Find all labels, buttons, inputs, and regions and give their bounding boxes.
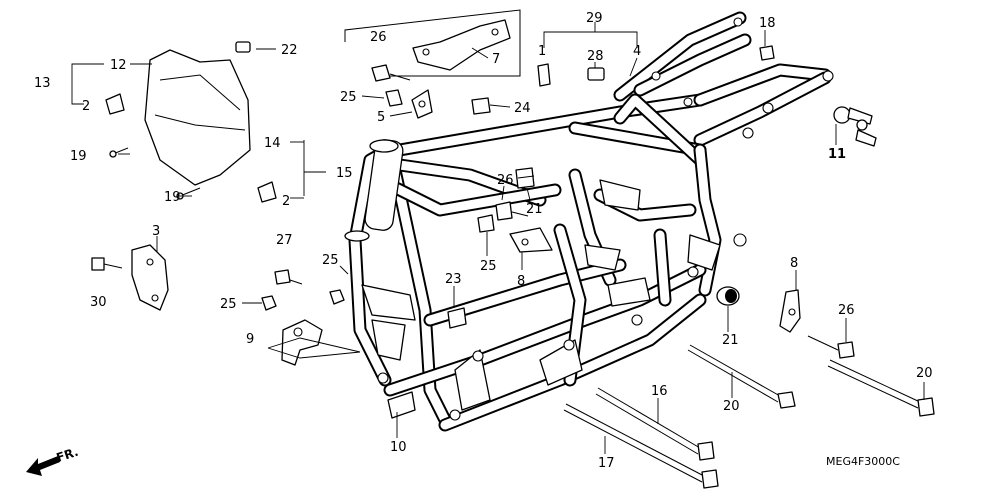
callout-27: 27 xyxy=(276,233,293,248)
direction-label: FR. xyxy=(55,445,80,465)
callout-2b: 2 xyxy=(282,194,290,209)
callout-9: 9 xyxy=(246,332,254,347)
part-8-bracket-b xyxy=(779,289,801,333)
callout-20a: 20 xyxy=(723,399,740,414)
callout-25b: 25 xyxy=(322,253,339,268)
part-23-clip xyxy=(447,307,467,329)
leader-lines xyxy=(71,22,925,454)
part-26-bolt-a xyxy=(495,201,529,221)
part-21-grommet-b xyxy=(716,286,740,306)
part-21-grommet-a xyxy=(515,167,535,189)
diagram-code: MEG4F3000C xyxy=(826,455,900,468)
callout-29: 29 xyxy=(586,11,603,26)
callout-15: 15 xyxy=(336,166,353,181)
part-10-plate xyxy=(387,391,416,419)
callout-22: 22 xyxy=(281,43,298,58)
part-9-bracket xyxy=(281,319,323,366)
part-27-bolt xyxy=(274,269,303,285)
callout-1: 1 xyxy=(538,44,546,59)
frame-body xyxy=(344,11,834,432)
part-8-bracket-a xyxy=(509,227,553,253)
callout-2a: 2 xyxy=(82,99,90,114)
part-18-bolt xyxy=(759,45,775,61)
direction-indicator: FR. xyxy=(26,445,80,476)
part-17-long-bolt xyxy=(563,403,719,489)
part-20-long-bolt-a xyxy=(687,344,796,409)
part-1-tag xyxy=(537,63,551,87)
part-25-nut-e xyxy=(477,214,495,233)
part-25-nut-b xyxy=(329,289,345,305)
callout-16: 16 xyxy=(651,384,668,399)
callout-26a: 26 xyxy=(370,30,387,45)
part-12-cover xyxy=(144,49,251,186)
part-11-lock-keys xyxy=(833,106,877,147)
callout-28: 28 xyxy=(587,49,604,64)
part-22-cap xyxy=(235,41,251,53)
callout-25a: 25 xyxy=(340,90,357,105)
callout-18: 18 xyxy=(759,16,776,31)
callout-7: 7 xyxy=(492,52,500,67)
part-20-long-bolt-b xyxy=(827,359,935,417)
callout-8b: 8 xyxy=(790,256,798,271)
part-26-bolt-b xyxy=(807,335,855,359)
part-19-bolt-a xyxy=(109,147,129,158)
callout-19a: 19 xyxy=(70,149,87,164)
part-25-nut-d xyxy=(385,89,403,107)
part-2-clip-b xyxy=(257,181,277,203)
callout-21a: 21 xyxy=(526,202,543,217)
callout-25d: 25 xyxy=(480,259,497,274)
callout-20b: 20 xyxy=(916,366,933,381)
callout-23: 23 xyxy=(445,272,462,287)
arrow-left-down-icon xyxy=(26,456,60,476)
callout-8a: 8 xyxy=(517,274,525,289)
part-28-pad xyxy=(587,67,605,81)
part-2-clip-a xyxy=(105,93,125,115)
callout-10: 10 xyxy=(390,440,407,455)
callout-19b: 19 xyxy=(164,190,181,205)
callout-12: 12 xyxy=(110,58,127,73)
callout-3: 3 xyxy=(152,224,160,239)
part-25-nut-c xyxy=(371,64,411,82)
part-5-bracket xyxy=(411,89,433,119)
callout-11: 11 xyxy=(828,147,846,162)
part-24-clamp xyxy=(471,97,491,115)
callout-26b: 26 xyxy=(497,173,514,188)
callout-5: 5 xyxy=(377,110,385,125)
part-30-bolt xyxy=(91,257,123,271)
callout-14: 14 xyxy=(264,136,281,151)
callout-21b: 21 xyxy=(722,333,739,348)
callout-17: 17 xyxy=(598,456,615,471)
part-3-bracket xyxy=(131,244,169,311)
part-16-long-bolt xyxy=(595,387,715,461)
part-25-nut-a xyxy=(261,295,277,311)
callout-30: 30 xyxy=(90,295,107,310)
callout-24: 24 xyxy=(514,101,531,116)
callout-4: 4 xyxy=(633,44,641,59)
part-7-bracket xyxy=(344,9,521,77)
callout-labels: 1 2 2 3 4 5 7 8 8 9 10 11 12 13 14 15 16… xyxy=(34,11,933,471)
callout-25c: 25 xyxy=(220,297,237,312)
callout-26c: 26 xyxy=(838,303,855,318)
callout-13: 13 xyxy=(34,76,51,91)
